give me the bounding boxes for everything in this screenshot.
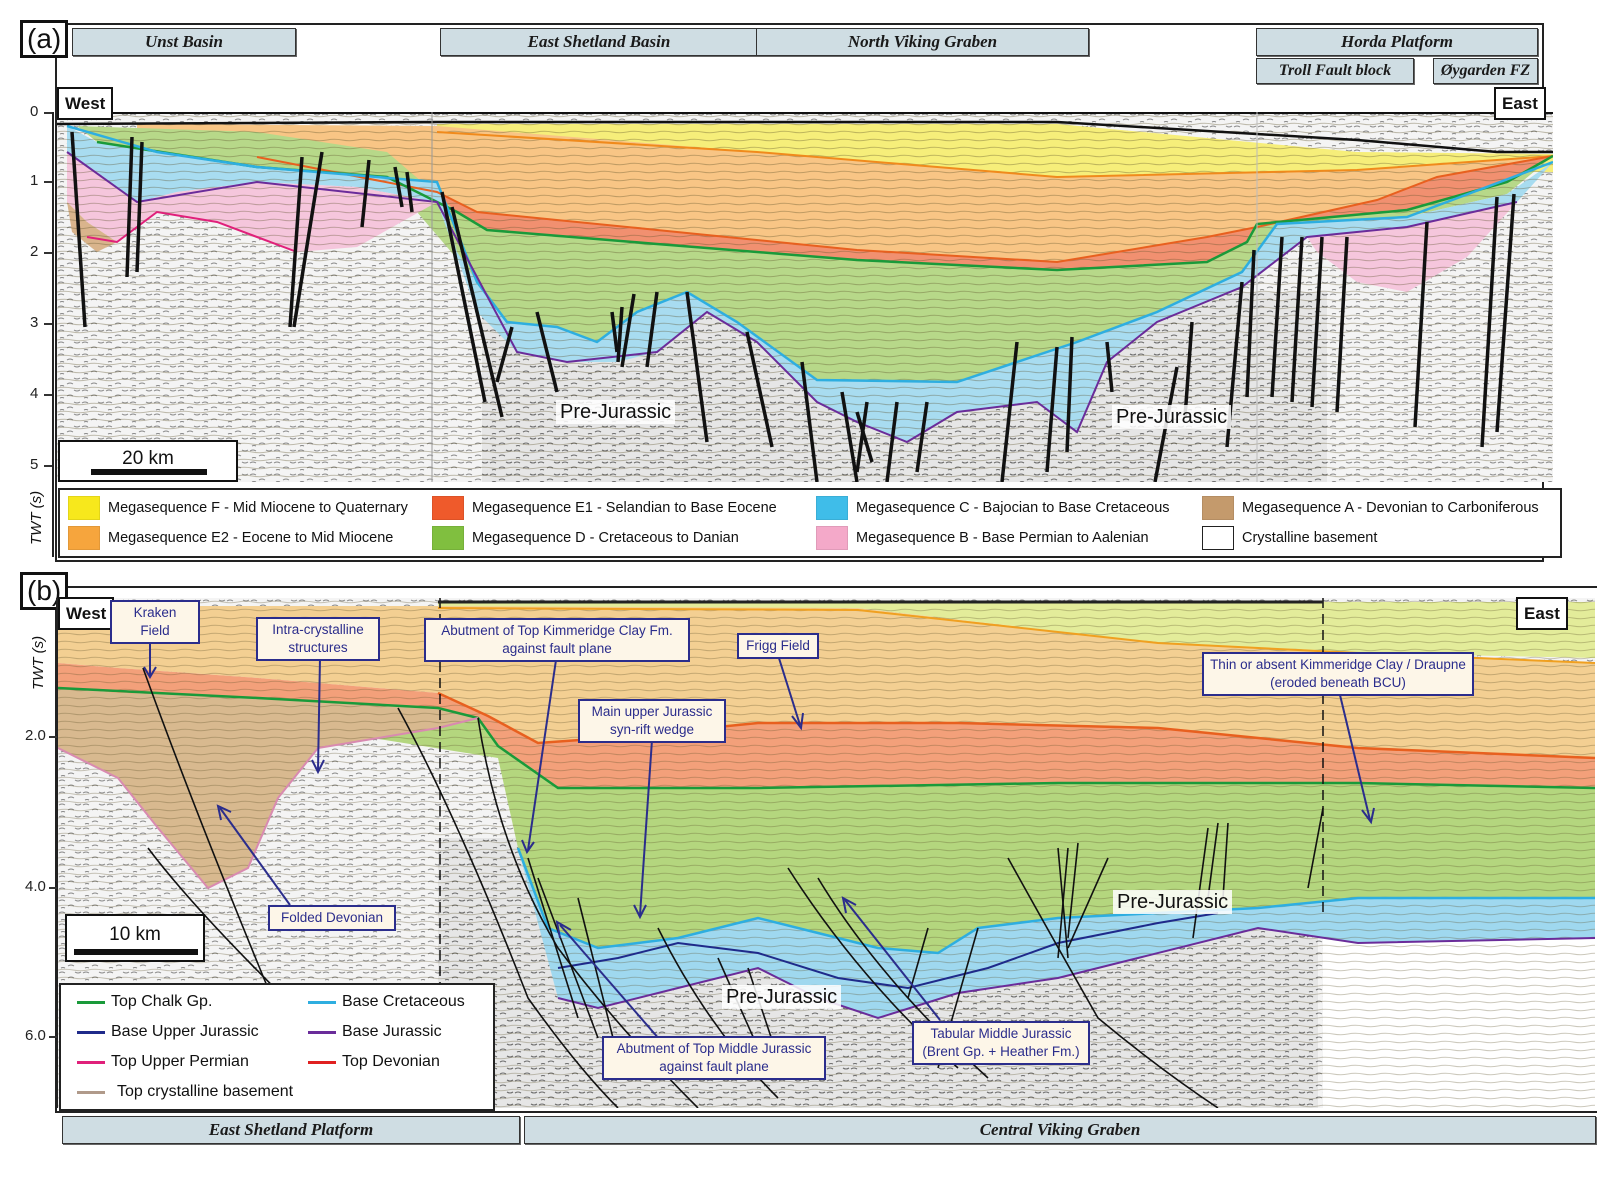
panel-b-tick-6: 6.0 bbox=[25, 1027, 46, 1044]
tick bbox=[44, 181, 52, 183]
scale-bar-label: 20 km bbox=[122, 448, 174, 469]
legend-line-swatch bbox=[308, 1000, 336, 1004]
panel-a-tag: (a) bbox=[20, 20, 69, 58]
panel-b-east-label: East bbox=[1516, 597, 1568, 630]
legend-swatch bbox=[816, 526, 848, 550]
legend-item-base-jurassic: Base Jurassic bbox=[308, 1023, 442, 1041]
panel-b-tick-2: 2.0 bbox=[25, 727, 46, 744]
annotation-main-upper-jurassic-wedge: Main upper Jurassic syn-rift wedge bbox=[578, 699, 726, 743]
tick bbox=[44, 394, 52, 396]
legend-swatch bbox=[68, 526, 100, 550]
annotation-folded-devonian: Folded Devonian bbox=[268, 905, 396, 931]
region-troll-fault-block: Troll Fault block bbox=[1256, 58, 1414, 84]
region-east-shetland-platform: East Shetland Platform bbox=[62, 1116, 520, 1144]
legend-item-megasequence-d: Megasequence D - Cretaceous to Danian bbox=[432, 526, 739, 550]
panel-b-scale-bar: 10 km bbox=[65, 914, 205, 962]
scale-bar-line bbox=[74, 949, 198, 955]
panel-b-y-axis-line bbox=[56, 598, 58, 1108]
legend-line-swatch bbox=[77, 1030, 105, 1034]
panel-a-scale-bar: 20 km bbox=[58, 440, 238, 482]
tick bbox=[44, 465, 52, 467]
panel-a-tick-4: 4 bbox=[30, 385, 39, 402]
panel-a-tick-2: 2 bbox=[30, 243, 39, 260]
annotation-kraken-field: Kraken Field bbox=[110, 600, 200, 644]
legend-swatch bbox=[68, 496, 100, 520]
legend-item-top-chalk: Top Chalk Gp. bbox=[77, 993, 212, 1011]
tick bbox=[44, 323, 52, 325]
legend-item-megasequence-b: Megasequence B - Base Permian to Aalenia… bbox=[816, 526, 1149, 550]
tick bbox=[49, 736, 57, 738]
legend-swatch bbox=[816, 496, 848, 520]
panel-a-pre-jurassic-label-1: Pre-Jurassic bbox=[556, 400, 676, 424]
panel-a-tick-3: 3 bbox=[30, 314, 39, 331]
region-central-viking-graben: Central Viking Graben bbox=[524, 1116, 1596, 1144]
panel-a-east-label: East bbox=[1494, 87, 1546, 120]
region-east-shetland-basin: East Shetland Basin bbox=[440, 28, 758, 56]
annotation-abutment-top-middle-jurassic: Abutment of Top Middle Jurassic against … bbox=[602, 1036, 826, 1080]
panel-b-horizon-legend: Top Chalk Gp. Base Cretaceous Base Upper… bbox=[59, 983, 495, 1111]
annotation-thin-absent-kimmeridge: Thin or absent Kimmeridge Clay / Draupne… bbox=[1202, 652, 1474, 696]
panel-b-pre-jurassic-label-2: Pre-Jurassic bbox=[722, 985, 842, 1009]
legend-item-top-upper-permian: Top Upper Permian bbox=[77, 1053, 249, 1071]
scale-bar-label: 10 km bbox=[109, 924, 161, 945]
legend-line-swatch bbox=[308, 1060, 336, 1064]
region-oygarden-fz: Øygarden FZ bbox=[1433, 58, 1538, 84]
tick bbox=[44, 252, 52, 254]
panel-a-seismic-section bbox=[57, 112, 1553, 482]
panel-a-y-axis-line bbox=[52, 112, 54, 557]
panel-a-tick-1: 1 bbox=[30, 172, 39, 189]
panel-a-pre-jurassic-label-2: Pre-Jurassic bbox=[1112, 405, 1232, 429]
annotation-frigg-field: Frigg Field bbox=[737, 633, 819, 659]
legend-line-swatch bbox=[77, 1060, 105, 1064]
annotation-intra-crystalline-structures: Intra-crystalline structures bbox=[256, 617, 380, 661]
legend-item-top-crystalline-basement: Top crystalline basement bbox=[77, 1083, 293, 1101]
legend-item-crystalline-basement: Crystalline basement bbox=[1202, 526, 1377, 550]
panel-b-tick-4: 4.0 bbox=[25, 878, 46, 895]
tick bbox=[49, 887, 57, 889]
annotation-abutment-top-kimmeridge: Abutment of Top Kimmeridge Clay Fm. agai… bbox=[424, 618, 690, 662]
legend-line-swatch bbox=[308, 1030, 336, 1034]
legend-swatch bbox=[432, 526, 464, 550]
legend-item-megasequence-f: Megasequence F - Mid Miocene to Quaterna… bbox=[68, 496, 408, 520]
legend-swatch bbox=[1202, 496, 1234, 520]
legend-item-megasequence-c: Megasequence C - Bajocian to Base Cretac… bbox=[816, 496, 1170, 520]
legend-swatch bbox=[1202, 526, 1234, 550]
legend-line-swatch bbox=[77, 1000, 105, 1004]
legend-item-base-cretaceous: Base Cretaceous bbox=[308, 993, 465, 1011]
panel-a-megasequence-legend: Megasequence F - Mid Miocene to Quaterna… bbox=[58, 488, 1562, 558]
legend-item-megasequence-e2: Megasequence E2 - Eocene to Mid Miocene bbox=[68, 526, 393, 550]
legend-item-megasequence-e1: Megasequence E1 - Selandian to Base Eoce… bbox=[432, 496, 777, 520]
panel-b-tag: (b) bbox=[20, 572, 69, 610]
legend-swatch bbox=[432, 496, 464, 520]
tick bbox=[44, 112, 52, 114]
legend-item-megasequence-a: Megasequence A - Devonian to Carbonifero… bbox=[1202, 496, 1539, 520]
legend-item-base-upper-jurassic: Base Upper Jurassic bbox=[77, 1023, 259, 1041]
panel-a-west-label: West bbox=[57, 87, 114, 120]
scale-bar-line bbox=[91, 469, 207, 475]
annotation-tabular-middle-jurassic: Tabular Middle Jurassic (Brent Gp. + Hea… bbox=[912, 1021, 1090, 1065]
legend-item-top-devonian: Top Devonian bbox=[308, 1053, 440, 1071]
tick bbox=[49, 1036, 57, 1038]
panel-b-west-label: West bbox=[58, 597, 115, 630]
region-north-viking-graben: North Viking Graben bbox=[756, 28, 1089, 56]
region-horda-platform: Horda Platform bbox=[1256, 28, 1538, 56]
region-unst-basin: Unst Basin bbox=[72, 28, 296, 56]
panel-b-pre-jurassic-label-1: Pre-Jurassic bbox=[1113, 890, 1233, 914]
legend-line-swatch bbox=[77, 1090, 105, 1094]
panel-a-tick-5: 5 bbox=[30, 456, 39, 473]
panel-a-tick-0: 0 bbox=[30, 103, 39, 120]
